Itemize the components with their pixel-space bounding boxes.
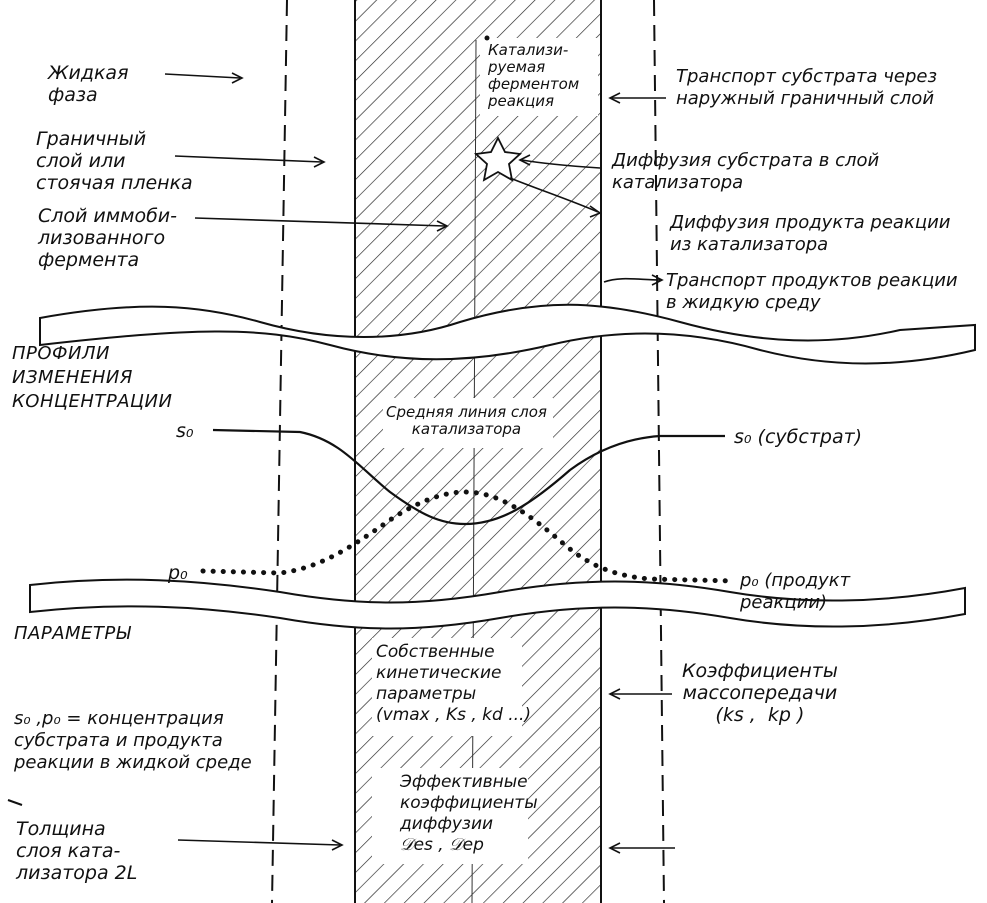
substrate-profile	[212, 428, 725, 526]
label-boundary-layer: Граничный слой или стоячая пленка	[36, 128, 193, 194]
star-icon	[473, 135, 523, 182]
label-p0-right: p₀ (продукт реакции)	[740, 570, 851, 613]
label-p0-left: p₀	[168, 562, 188, 584]
label-catalyst-thickness: Толщина слоя ката- лизатора 2L	[16, 818, 138, 884]
label-kinetic-parameters: Собственные кинетические параметры (vmax…	[376, 642, 532, 725]
reaction-dot	[484, 35, 490, 41]
label-enzyme-layer: Слой иммоби- лизованного фермента	[38, 205, 177, 271]
product-profile	[200, 489, 738, 584]
label-s0-right: s₀ (субстрат)	[734, 426, 863, 448]
boundary-right-line	[653, 0, 665, 903]
arrow-liquid-phase	[164, 73, 241, 79]
label-substrate-diffusion: Диффузия субстрата в слой катализатора	[612, 150, 880, 193]
arrow-boundary-layer	[174, 155, 323, 163]
wavy-separator-top	[39, 303, 976, 365]
arrow-enzyme-layer	[194, 217, 446, 227]
heading-concentration-profiles: ПРОФИЛИ ИЗМЕНЕНИЯ КОНЦЕНТРАЦИИ	[12, 343, 173, 412]
label-product-transport: Транспорт продуктов реакции в жидкую сре…	[666, 270, 958, 313]
catalyst-midline	[471, 39, 477, 903]
wavy-separator-bottom	[29, 578, 966, 630]
catalyst-layer	[355, 0, 601, 903]
arrow-thickness-left	[177, 839, 341, 846]
boundary-left-line	[271, 0, 288, 903]
arrow-substrate-diffusion	[521, 159, 601, 169]
label-concentration-note: s₀ ,p₀ = концентрация субстрата и продук…	[14, 708, 252, 773]
label-mass-transfer: Коэффициенты массопередачи (ks , kp )	[682, 660, 838, 726]
arrow-product-diffusion	[509, 177, 599, 213]
label-effective-diffusion: Эффективные коэффициенты диффузии 𝒟es , …	[400, 772, 538, 855]
heading-parameters: ПАРАМЕТРЫ	[14, 623, 131, 644]
label-catalyst-midline: Средняя линия слоя катализатора	[386, 403, 547, 438]
label-catalyzed-reaction: Катализи- руемая ферментом реакция	[488, 41, 580, 110]
label-liquid-phase: Жидкая фаза	[48, 62, 129, 106]
label-substrate-transport: Транспорт субстрата через наружный грани…	[676, 66, 938, 109]
label-s0-left: s₀	[176, 420, 194, 442]
label-product-diffusion: Диффузия продукта реакции из катализатор…	[670, 212, 951, 255]
arrow-product-transport	[603, 277, 661, 283]
